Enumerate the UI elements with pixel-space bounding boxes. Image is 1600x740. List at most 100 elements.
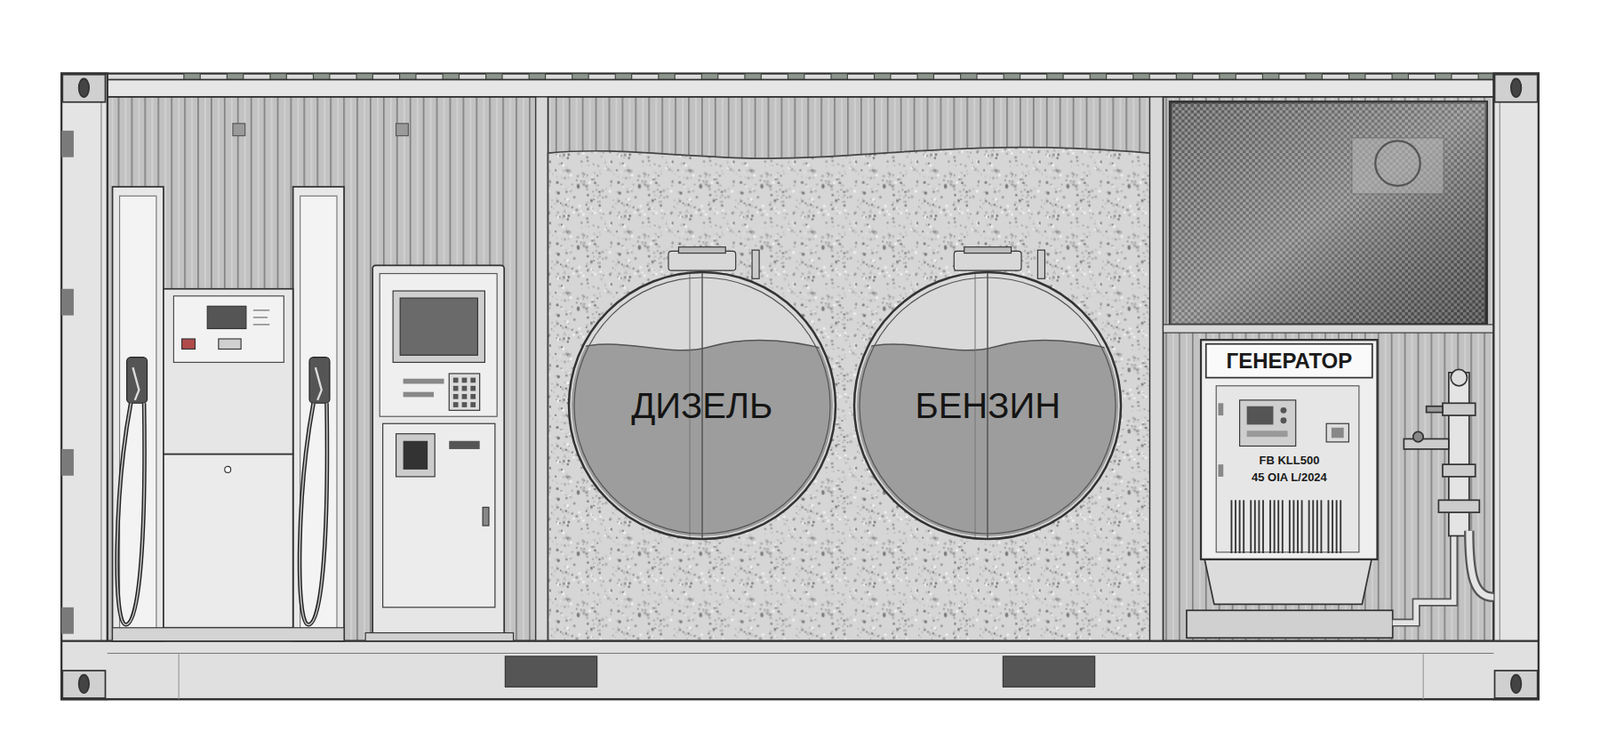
payment-kiosk [470, 377, 476, 384]
roof-corrugation [528, 73, 545, 80]
bottom-rail [61, 640, 1539, 699]
corner-castings [62, 74, 1537, 698]
fuel-dispenser [163, 288, 294, 455]
fuel-dispenser [293, 186, 344, 641]
generator-unit [1301, 499, 1304, 553]
corner-castings [1495, 670, 1538, 698]
container-posts [100, 96, 102, 641]
generator-unit [1216, 385, 1360, 552]
generator-unit [1247, 430, 1288, 437]
dispenser-bay [107, 96, 536, 641]
generator-unit [1308, 499, 1311, 553]
fuel-dispenser [253, 309, 270, 311]
generator-unit [1249, 499, 1252, 553]
fuel-dispenser [117, 402, 145, 624]
generator-unit [1273, 499, 1276, 553]
payment-kiosk [365, 632, 513, 641]
payment-kiosk [470, 385, 476, 392]
roof-corrugation [658, 73, 675, 80]
generator-unit [1331, 427, 1344, 438]
generator-bay [1170, 102, 1488, 325]
corner-castings [62, 670, 105, 698]
fuel-dispenser [182, 338, 196, 349]
roof-corrugation [615, 73, 632, 80]
roof-corrugation [874, 73, 891, 80]
tank-bay [548, 147, 1151, 641]
generator-unit [1262, 499, 1264, 553]
roof-corrugation [1392, 73, 1408, 80]
tank-fittings [1037, 249, 1045, 279]
divider-post [1150, 96, 1164, 641]
fuel-tank: ДИЗЕЛЬ [567, 270, 838, 541]
generator-bay [1170, 102, 1488, 325]
fuel-piping [1392, 530, 1455, 623]
generator-unit [1186, 609, 1393, 638]
generator-unit [1200, 339, 1378, 560]
fuel-dispenser [299, 402, 328, 624]
payment-kiosk [453, 377, 459, 384]
roof-corrugation [1262, 73, 1279, 80]
payment-kiosk [392, 290, 485, 362]
generator-unit [1312, 499, 1314, 553]
payment-kiosk [400, 297, 478, 355]
roof-corrugation [442, 73, 459, 80]
generator-unit [1339, 499, 1342, 553]
generator-unit [1231, 499, 1341, 553]
fuel-piping [1469, 530, 1495, 598]
corner-castings [79, 674, 89, 694]
generator-unit [1247, 406, 1274, 425]
generator-unit [1280, 416, 1288, 424]
payment-kiosk [383, 423, 496, 608]
fuel-piping [1413, 431, 1424, 441]
roof-corrugation [226, 73, 243, 80]
fuel-piping [1403, 438, 1448, 448]
payment-kiosk [462, 377, 468, 384]
fuel-piping [1442, 402, 1476, 416]
generator-unit [1296, 499, 1299, 553]
roof-corrugation [486, 73, 503, 80]
fuel-dispenser [207, 305, 247, 328]
fuel-piping [1450, 368, 1467, 385]
fuel-dispenser [253, 323, 270, 325]
fuel-piping [1392, 368, 1495, 623]
roof-corrugation [1089, 73, 1106, 80]
roof-corrugation [1349, 73, 1366, 80]
generator-housing: ГЕНЕРАТОРFB KLL50045 OIA L/2024 [1200, 339, 1378, 597]
bottom-rail [178, 652, 180, 699]
generator-bay [1163, 96, 1495, 641]
generator-bay [1163, 324, 1495, 333]
container-posts [1493, 73, 1538, 699]
generator-unit [1234, 499, 1237, 553]
payment-kiosk [453, 393, 459, 400]
generator-unit [1326, 423, 1349, 442]
payment-kiosk [453, 377, 476, 408]
roof-corrugation [572, 73, 589, 80]
payment-kiosk [372, 264, 504, 634]
fuel-dispenser [163, 454, 294, 628]
bottom-rail [61, 640, 1539, 699]
divider-post [536, 96, 549, 641]
roof-corrugation [1047, 73, 1064, 80]
roof-corrugation [701, 73, 718, 80]
fuel-piping [1438, 499, 1480, 512]
payment-kiosk [379, 273, 497, 417]
corner-castings [62, 74, 105, 103]
fuel-dispenser [309, 357, 330, 404]
fuel-dispenser [112, 186, 164, 641]
generator-unit [1331, 499, 1334, 553]
generator-unit [1242, 499, 1245, 553]
generator-unit [1218, 464, 1224, 477]
corner-castings [79, 78, 89, 97]
payment-kiosk [453, 385, 459, 392]
fuel-tank: БЕНЗИН [852, 270, 1123, 541]
roof-corrugation [960, 73, 977, 80]
generator-unit [1218, 402, 1224, 416]
generator-unit [1277, 499, 1280, 553]
fuel-dispenser [117, 402, 145, 624]
generator-bay [1375, 140, 1420, 185]
fuel-piping [1469, 530, 1495, 598]
roof-corrugation [1003, 73, 1020, 80]
rating-plate-text: 45 OIA L/2024 [1200, 469, 1378, 485]
fuel-piping [1442, 464, 1476, 477]
